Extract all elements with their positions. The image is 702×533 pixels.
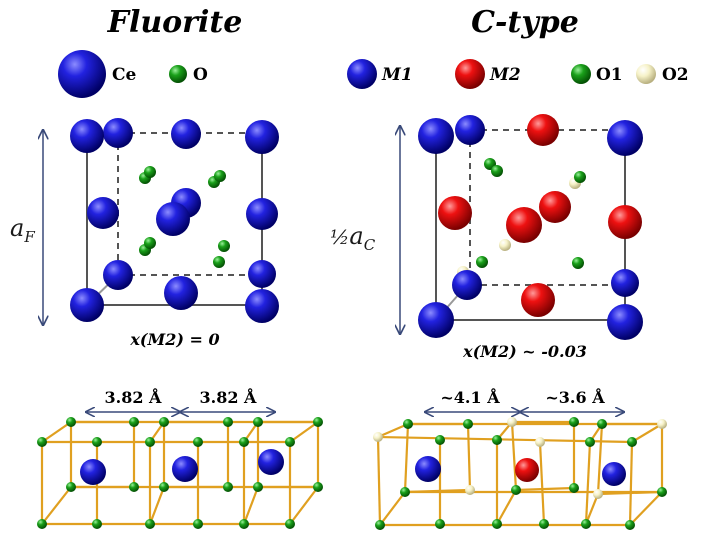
fluorite-oxygen-atoms — [139, 166, 230, 268]
fluorite-chain-ce-3 — [258, 449, 284, 475]
ctype-chain-oxygen — [373, 417, 667, 530]
legend-m2-swatch — [455, 59, 485, 89]
fluorite-lattice-label: aF — [10, 214, 35, 246]
fluorite-cube-chain — [37, 417, 323, 529]
legend-o1-label: O1 — [596, 65, 623, 85]
legend-m2-label: M2 — [489, 65, 521, 85]
fluorite-legend: Ce O — [58, 50, 208, 98]
fluorite-chain-ce-2 — [172, 456, 198, 482]
fluorite-unit-cell — [70, 118, 279, 323]
fluorite-x-parameter: x(M2) = 0 — [129, 330, 219, 349]
fluorite-chain-ce-1 — [80, 459, 106, 485]
ctype-distance-2: ~3.6 Å — [545, 386, 605, 407]
ctype-chain-m1-1 — [415, 456, 441, 482]
ctype-cube-chain — [373, 417, 667, 530]
ctype-chain-m2 — [515, 458, 539, 482]
ctype-distance-1: ~4.1 Å — [440, 386, 500, 407]
fluorite-chain-oxygen — [37, 417, 323, 529]
fluorite-title: Fluorite — [107, 5, 243, 40]
legend-m1-label: M1 — [381, 65, 413, 85]
fluorite-distance-2: 3.82 Å — [200, 386, 258, 407]
ctype-legend: M1 M2 O1 O2 — [347, 59, 689, 89]
fluorite-distance-labels: 3.82 Å 3.82 Å — [86, 386, 275, 412]
ctype-lattice-label: ½aC — [330, 222, 376, 254]
legend-o-swatch — [169, 65, 187, 83]
legend-ce-label: Ce — [112, 65, 137, 85]
ctype-title: C-type — [471, 5, 579, 40]
legend-ce-swatch — [58, 50, 106, 98]
fluorite-cerium-atoms — [70, 118, 279, 323]
legend-m1-swatch — [347, 59, 377, 89]
fluorite-distance-1: 3.82 Å — [105, 386, 163, 407]
legend-o-label: O — [193, 65, 208, 85]
legend-o1-swatch — [571, 64, 591, 84]
ctype-distance-labels: ~4.1 Å ~3.6 Å — [425, 386, 624, 412]
ctype-x-parameter: x(M2) ~ -0.03 — [462, 342, 587, 361]
legend-o2-label: O2 — [662, 65, 689, 85]
ctype-metal-atoms — [418, 114, 643, 340]
ctype-unit-cell — [418, 114, 643, 340]
ctype-chain-m1-2 — [602, 462, 626, 486]
legend-o2-swatch — [636, 64, 656, 84]
